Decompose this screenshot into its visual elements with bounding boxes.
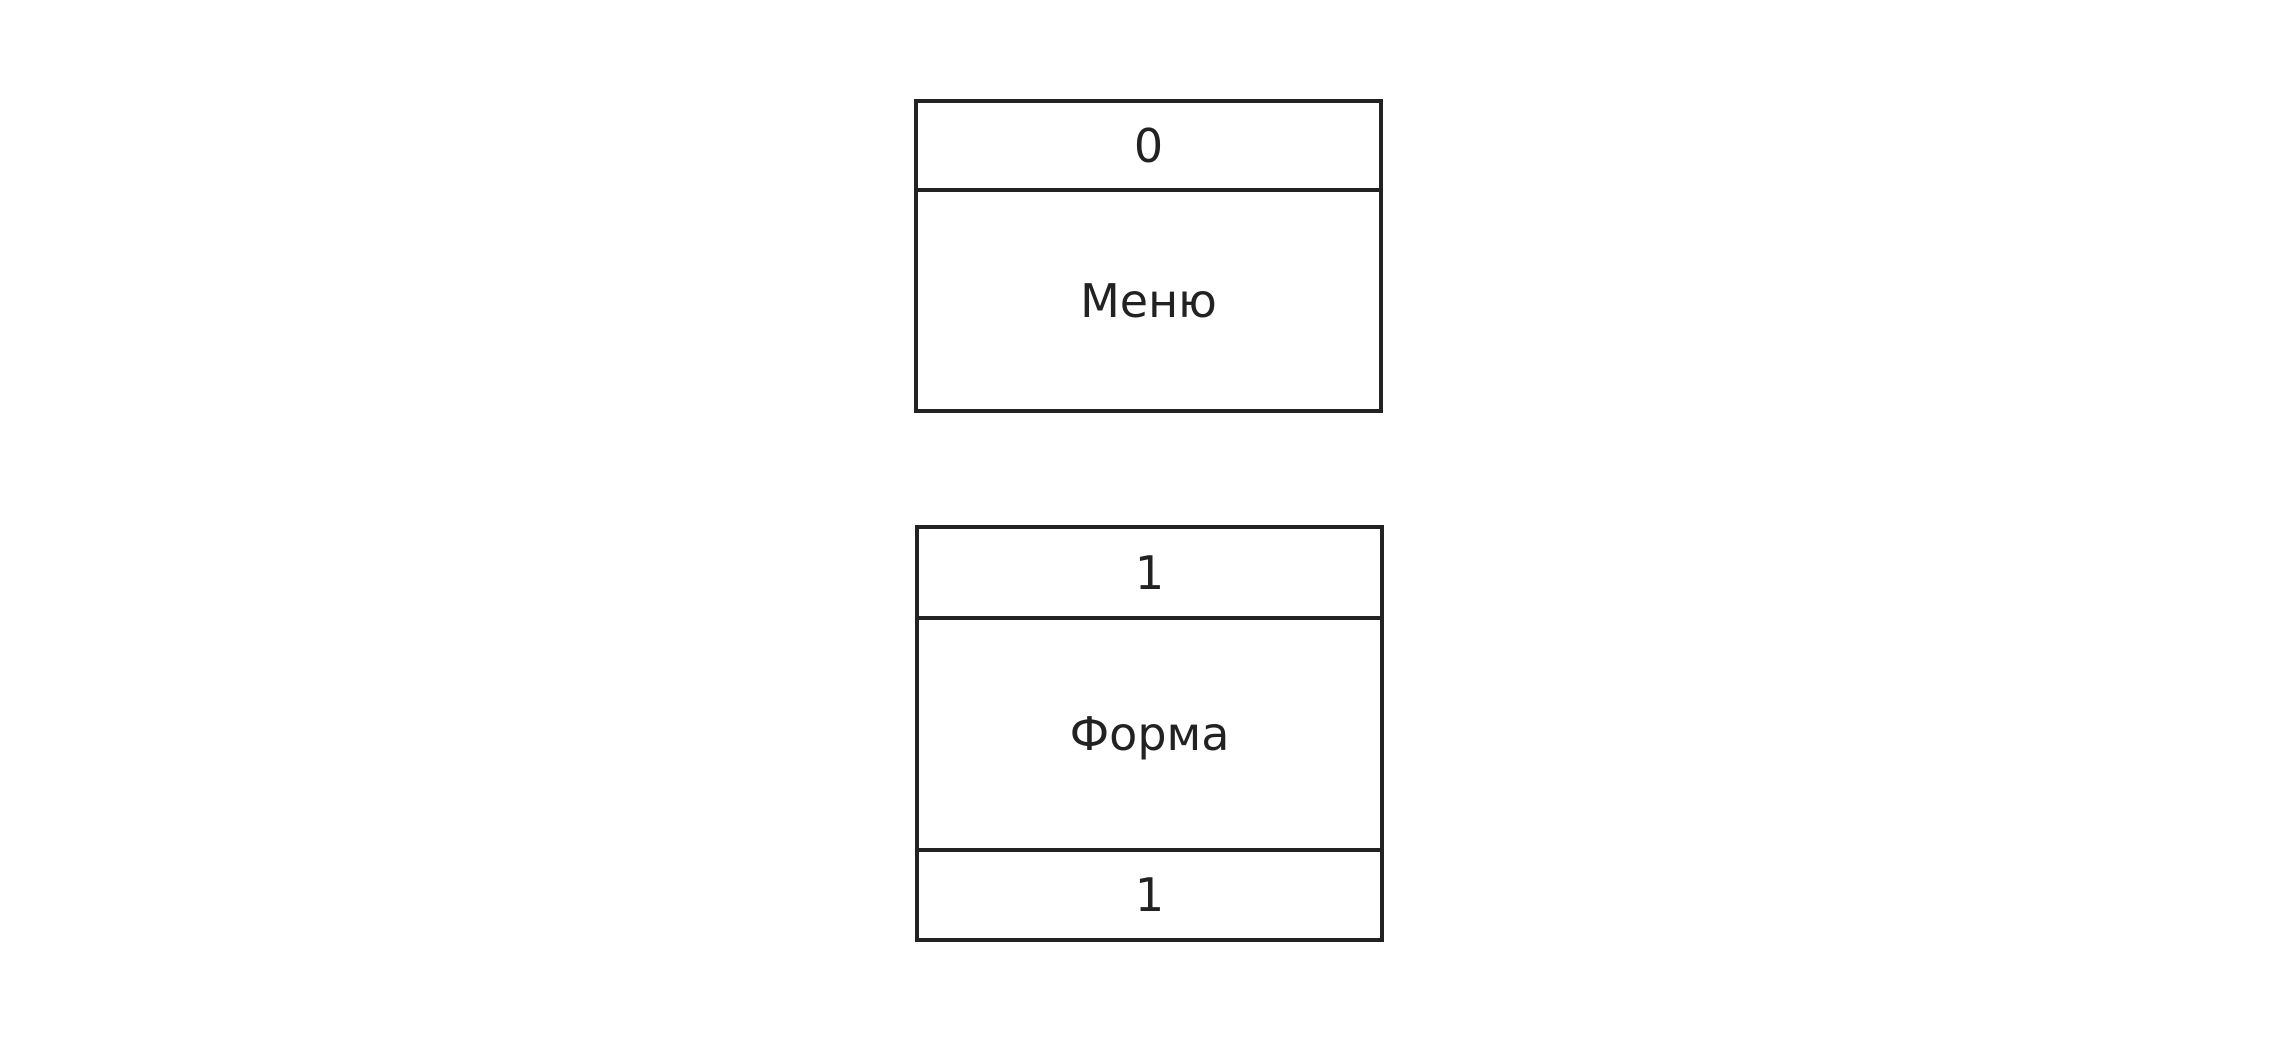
form-bottom-label: 1 (919, 848, 1380, 938)
form-block: 1 Форма 1 (915, 525, 1384, 942)
menu-block: 0 Меню (914, 99, 1383, 413)
menu-top-label: 0 (1133, 118, 1164, 173)
form-top-label: 1 (1134, 545, 1165, 600)
menu-title: Меню (918, 188, 1379, 409)
form-title: Форма (919, 616, 1380, 848)
